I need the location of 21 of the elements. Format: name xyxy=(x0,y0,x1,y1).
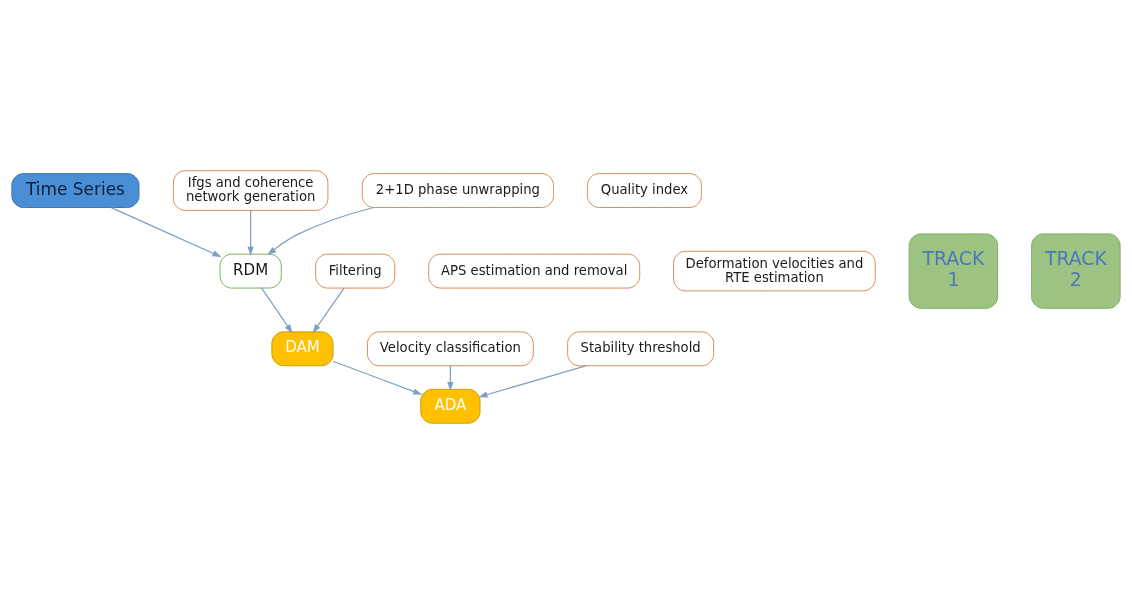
node-box: RDM xyxy=(219,253,282,289)
node-box: Filtering xyxy=(315,253,396,289)
node-box: DAM xyxy=(271,330,334,366)
node-box: APS estimation and removal xyxy=(428,253,641,289)
arrow xyxy=(267,206,375,255)
node-box: TRACK 2 xyxy=(1031,232,1121,309)
node-box: Velocity classification xyxy=(367,330,534,366)
arrow xyxy=(247,209,254,256)
node-box: Ifgs and coherence network generation xyxy=(172,169,329,211)
arrow xyxy=(312,287,345,333)
node-box: TRACK 1 xyxy=(908,232,999,309)
node-box: 2+1D phase unwrapping xyxy=(361,172,554,208)
node-box: Stability threshold xyxy=(567,330,715,366)
node-box: Time Series xyxy=(11,172,140,208)
node-box: ADA xyxy=(420,388,481,424)
arrow xyxy=(261,287,293,333)
node-box: Deformation velocities and RTE estimation xyxy=(673,250,876,291)
arrow xyxy=(478,364,587,398)
arrow xyxy=(110,206,222,257)
arrow xyxy=(332,360,423,395)
node-box: Quality index xyxy=(586,172,702,208)
